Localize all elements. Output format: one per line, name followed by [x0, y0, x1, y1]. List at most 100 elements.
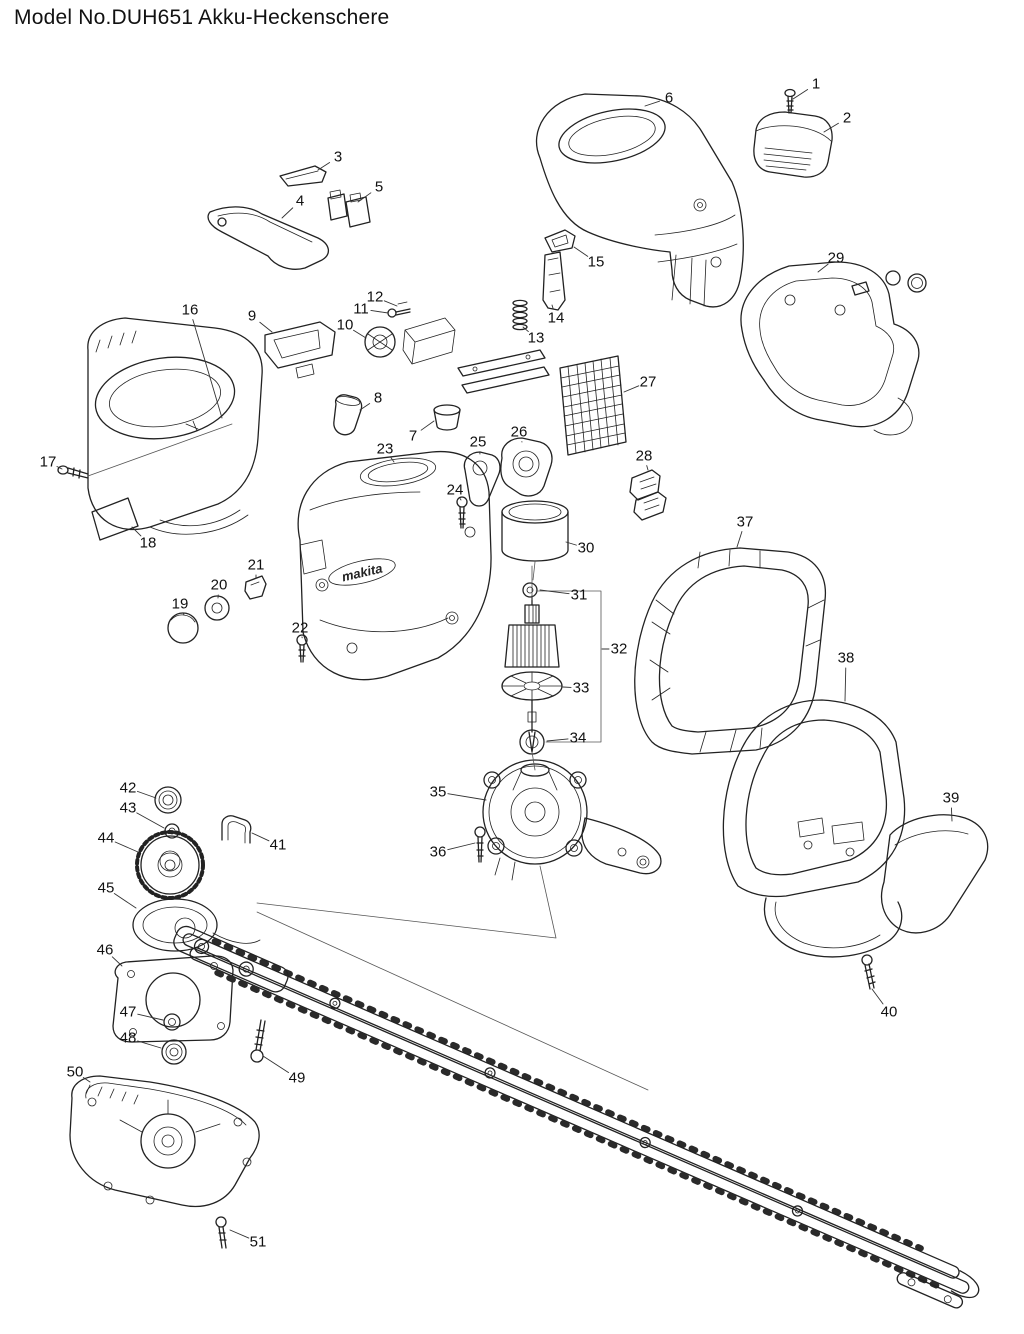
part-label-24: 24: [447, 482, 464, 499]
part-label-26: 26: [511, 424, 528, 441]
part-47-washer: [163, 1013, 181, 1031]
leader-line-40: [871, 988, 884, 1005]
part-46-plate: [112, 955, 234, 1043]
part-label-34: 34: [570, 730, 587, 747]
part-28-connector: [629, 469, 667, 521]
part-label-6: 6: [665, 90, 673, 107]
leader-line-46: [111, 956, 123, 967]
part-label-13: 13: [528, 330, 545, 347]
leader-line-1: [792, 89, 809, 100]
leader-line-23: [390, 456, 395, 463]
leader-line-38: [844, 667, 847, 702]
part-37-loop-handle: [634, 547, 827, 755]
part-label-45: 45: [98, 880, 115, 897]
leader-line-49: [262, 1055, 290, 1074]
part-27-grid: [559, 355, 627, 456]
part-8-tube: [333, 394, 363, 436]
part-48-bearing: [161, 1039, 187, 1065]
part-10-knob: [364, 326, 396, 358]
part-label-23: 23: [377, 441, 394, 458]
part-label-38: 38: [838, 650, 855, 667]
part-label-51: 51: [250, 1234, 267, 1251]
part-22-screw: [296, 634, 308, 663]
part-35-gear-housing: [482, 759, 662, 881]
part-label-43: 43: [120, 800, 137, 817]
part-label-39: 39: [943, 790, 960, 807]
part-51-screw: [215, 1216, 227, 1249]
part-label-12: 12: [367, 289, 384, 306]
part-label-46: 46: [97, 942, 114, 959]
part-label-35: 35: [430, 784, 447, 801]
leader-line-30: [565, 541, 577, 546]
part-44-gear: [135, 830, 205, 900]
leader-line-12: [383, 300, 398, 307]
part-6-housing-half: [535, 93, 744, 308]
part-30-sleeve: [501, 500, 569, 562]
part-38-loop-handle: [722, 699, 906, 958]
part-label-32: 32: [611, 641, 628, 658]
part-label-27: 27: [640, 374, 657, 391]
part-14-guide: [542, 251, 566, 311]
part-label-29: 29: [828, 250, 845, 267]
leader-line-36: [447, 842, 476, 851]
part-42-bearing: [154, 786, 182, 814]
leader-line-17: [56, 466, 63, 470]
leader-line-35: [447, 793, 487, 801]
part-label-49: 49: [289, 1070, 306, 1087]
leader-line-50: [82, 1077, 91, 1083]
part-labels-layer: 1234567891011121314151617181920212223242…: [40, 76, 960, 1251]
leader-line-43: [136, 812, 165, 829]
part-32-armature: [504, 595, 560, 753]
part-29-housing: [740, 261, 927, 436]
part-45-cam-ring: [132, 898, 261, 952]
leader-line-2: [823, 122, 839, 133]
part-label-31: 31: [571, 587, 588, 604]
part-label-15: 15: [588, 254, 605, 271]
part-label-48: 48: [120, 1030, 137, 1047]
leader-line-4: [281, 207, 294, 219]
leader-line-47: [137, 1013, 164, 1021]
part-label-18: 18: [140, 535, 157, 552]
leader-line-51: [229, 1229, 250, 1239]
leader-line-3: [317, 161, 331, 171]
part-label-4: 4: [296, 193, 304, 210]
part-15-bracket: [544, 229, 576, 253]
part-18-label-plate: [91, 497, 139, 541]
part-19-cap: [167, 612, 199, 644]
part-label-5: 5: [375, 179, 383, 196]
leader-line-29: [817, 263, 829, 273]
part-label-16: 16: [182, 302, 199, 319]
part-9-switch-module: [264, 321, 336, 379]
part-label-50: 50: [67, 1064, 84, 1081]
part-label-3: 3: [334, 149, 342, 166]
part-3-lever: [279, 165, 327, 187]
box-detail: [402, 317, 456, 365]
leader-line-9: [259, 321, 273, 333]
part-20-washer: [204, 595, 230, 621]
part-label-14: 14: [548, 310, 565, 327]
leader-line-11: [370, 310, 389, 314]
part-label-7: 7: [409, 428, 417, 445]
part-23-motor-housing: makita: [297, 450, 492, 681]
part-36-screw: [474, 826, 486, 863]
part-33-fan: [501, 671, 563, 701]
part-31-bearing: [522, 582, 538, 598]
part-25-holder: [463, 451, 501, 507]
leader-line-41: [251, 832, 270, 842]
construction-lines: [87, 423, 649, 1091]
leader-line-19: [182, 612, 185, 616]
part-17-screw: [57, 465, 89, 479]
leader-line-16: [192, 319, 223, 419]
leader-line-44: [114, 841, 139, 853]
leader-line-5: [357, 192, 372, 203]
leader-line-39: [950, 807, 953, 822]
leader-line-27: [623, 385, 640, 393]
part-50-bottom-cover: [69, 1075, 260, 1208]
part-16-front-housing: [87, 317, 263, 535]
part-label-44: 44: [98, 830, 115, 847]
leader-line-10: [353, 329, 367, 339]
part-label-42: 42: [120, 780, 137, 797]
part-26-ring: [500, 437, 553, 497]
